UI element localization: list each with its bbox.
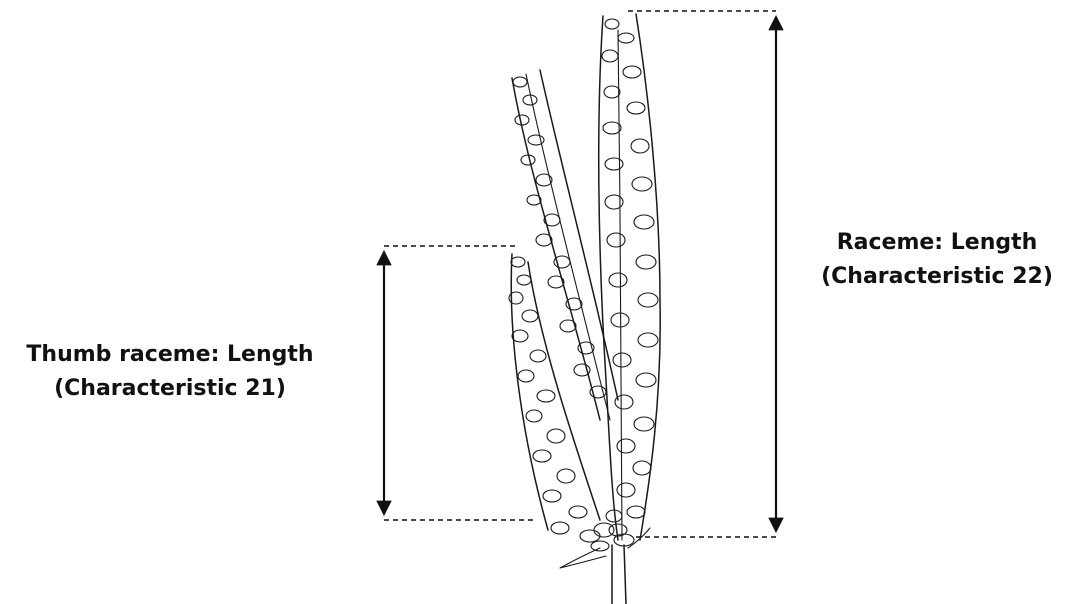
raceme-label: Raceme: Length (Characteristic 22) (806, 226, 1068, 294)
inflorescence-illustration (509, 14, 660, 604)
thumb-raceme-label-line1: Thumb raceme: Length (0, 338, 340, 372)
raceme-label-line1: Raceme: Length (806, 226, 1068, 260)
raceme-measurement (628, 11, 776, 537)
raceme-label-line2: (Characteristic 22) (806, 260, 1068, 294)
thumb-raceme-label: Thumb raceme: Length (Characteristic 21) (0, 338, 340, 406)
thumb-raceme-label-line2: (Characteristic 21) (0, 372, 340, 406)
thumb-raceme-spikelets (509, 257, 600, 542)
